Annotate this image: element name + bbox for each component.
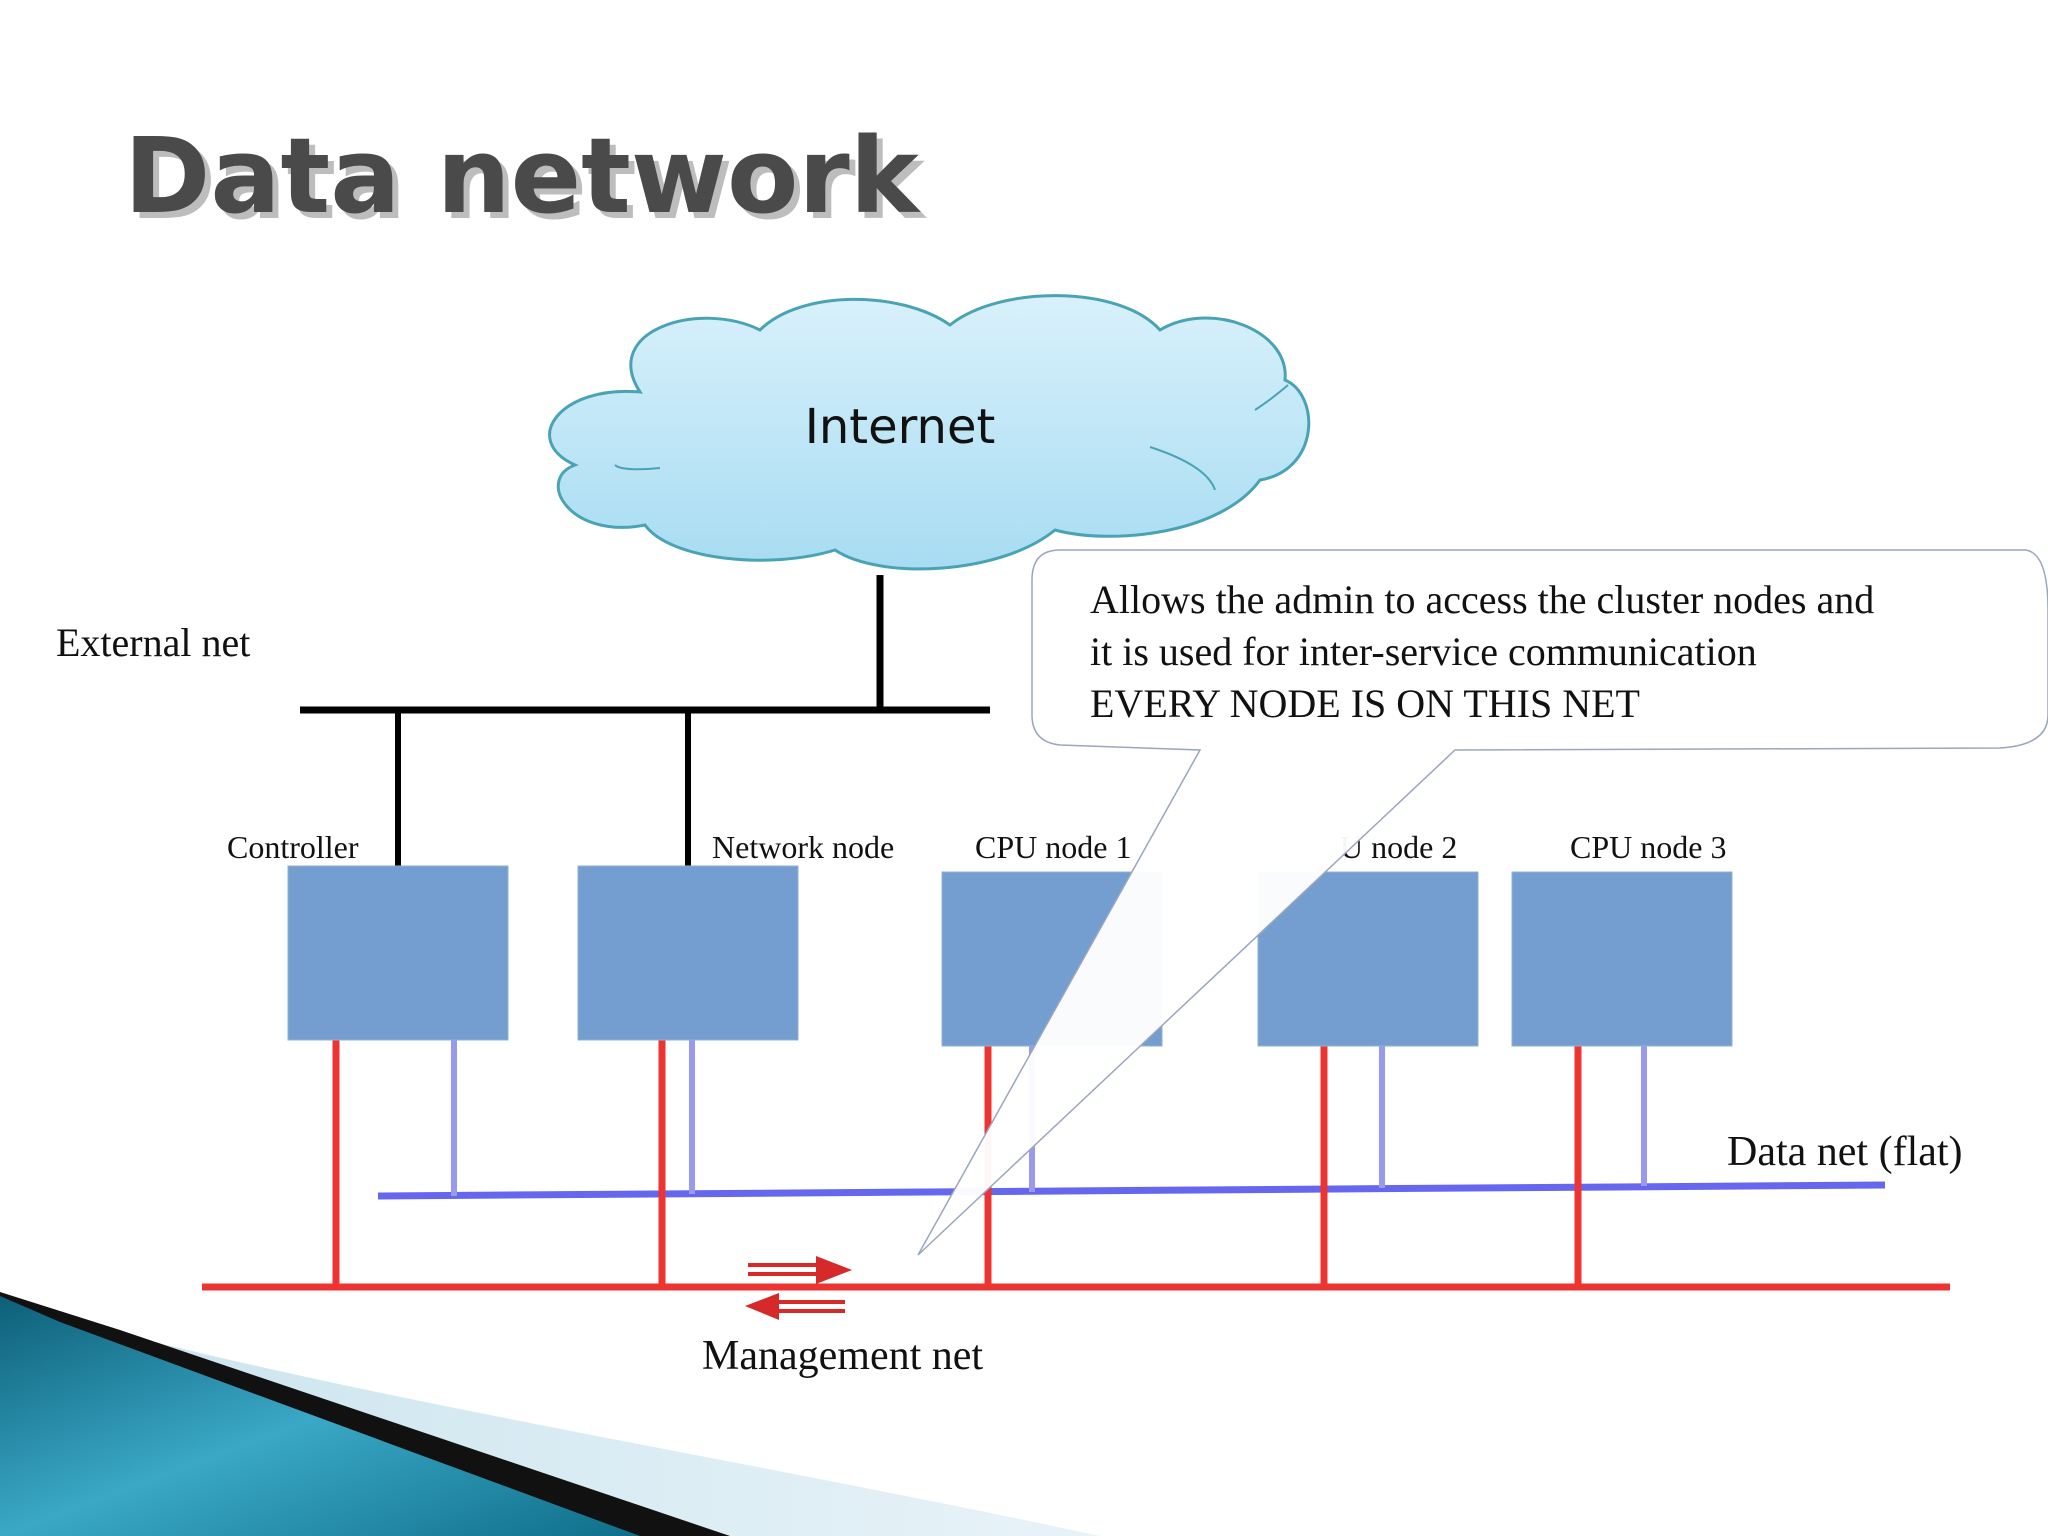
external-net	[300, 575, 990, 866]
data-net-label: Data net (flat)	[1727, 1129, 1963, 1175]
internet-cloud	[548, 294, 1311, 571]
bidirectional-arrow-icon	[745, 1256, 852, 1320]
node-label-cpu-3: CPU node 3	[1570, 829, 1726, 865]
decorative-swoosh	[0, 1292, 1100, 1536]
data-net-line	[377, 1181, 1886, 1200]
callout-line-3: EVERY NODE IS ON THIS NET	[1090, 681, 1640, 726]
node-controller	[287, 865, 509, 1041]
node-network	[577, 865, 799, 1041]
callout-bubble	[917, 549, 2048, 1256]
slide-title-shadow: Data network	[130, 121, 928, 243]
callout-line-1: Allows the admin to access the cluster n…	[1090, 577, 1874, 622]
node-label-cpu-1: CPU node 1	[975, 829, 1131, 865]
external-net-label: External net	[56, 620, 250, 665]
callout-line-2: it is used for inter-service communicati…	[1090, 629, 1757, 674]
management-net-label: Management net	[702, 1333, 983, 1379]
node-label-controller: Controller	[227, 829, 359, 865]
slide-title: Data network	[124, 115, 922, 237]
node-cpu-3	[1511, 871, 1733, 1047]
node-label-network: Network node	[712, 829, 894, 865]
cloud-label: Internet	[805, 399, 996, 455]
